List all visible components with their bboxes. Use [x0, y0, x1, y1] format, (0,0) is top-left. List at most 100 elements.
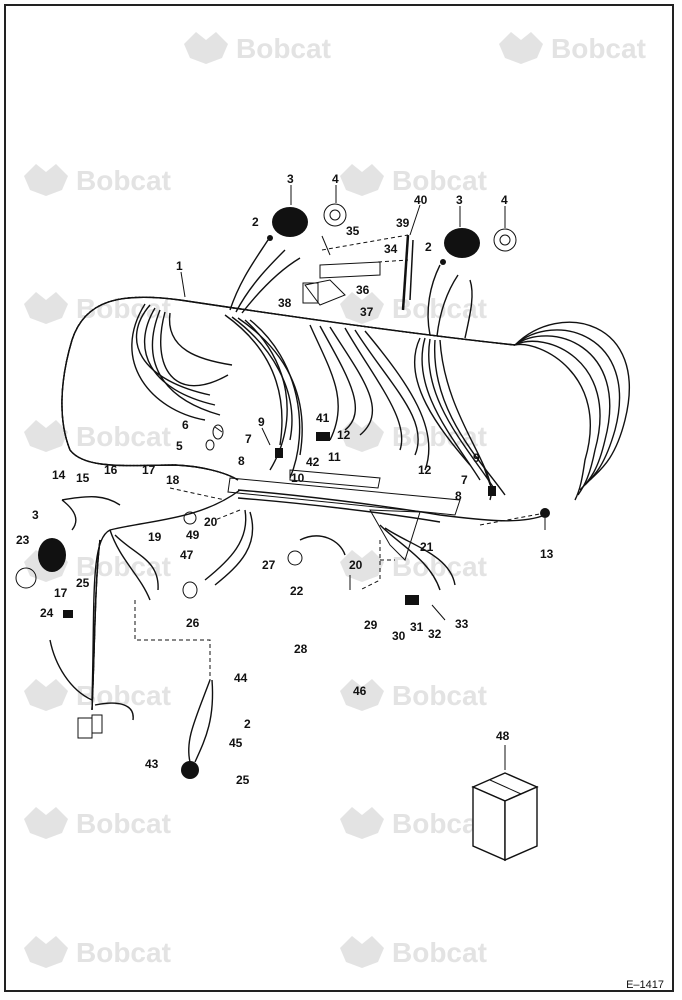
- callout-16: 16: [104, 463, 118, 477]
- callout-43: 43: [145, 757, 159, 771]
- leader-lines: [180, 185, 546, 770]
- callout-41: 41: [316, 411, 330, 425]
- components: [15, 203, 550, 779]
- callout-27: 27: [262, 558, 276, 572]
- callout-10: 10: [291, 471, 305, 485]
- callout-35: 35: [346, 224, 360, 238]
- callout-20: 20: [349, 558, 363, 572]
- watermark: Bobcat: [24, 679, 171, 711]
- watermark: Bobcat: [24, 936, 171, 968]
- callout-23: 23: [16, 533, 30, 547]
- callout-36: 36: [356, 283, 370, 297]
- drawing-code: E–1417: [626, 979, 664, 991]
- callout-29: 29: [364, 618, 378, 632]
- watermark-text: Bobcat: [76, 165, 171, 196]
- callout-11: 11: [328, 450, 341, 464]
- callout-7: 7: [461, 473, 468, 487]
- watermark-text: Bobcat: [76, 421, 171, 452]
- watermark-text: Bobcat: [392, 551, 487, 582]
- callout-7: 7: [245, 432, 252, 446]
- callout-2: 2: [244, 717, 251, 731]
- callout-13: 13: [540, 547, 554, 561]
- watermark: Bobcat: [340, 550, 487, 582]
- callout-17: 17: [54, 586, 68, 600]
- watermark-text: Bobcat: [551, 33, 646, 64]
- bobcat-logo-icon: [340, 420, 384, 452]
- main-harness: [61, 296, 516, 481]
- callout-28: 28: [294, 642, 308, 656]
- bobcat-logo-icon: [184, 32, 228, 64]
- callout-6: 6: [182, 418, 189, 432]
- frame-rail: [227, 469, 461, 561]
- callout-37: 37: [360, 305, 374, 319]
- parts-kit-box: [471, 772, 539, 862]
- watermark-text: Bobcat: [76, 937, 171, 968]
- callout-49: 49: [186, 528, 200, 542]
- watermark: Bobcat: [499, 32, 646, 64]
- bobcat-logo-icon: [340, 679, 384, 711]
- callout-12: 12: [337, 428, 351, 442]
- callout-5: 5: [176, 439, 183, 453]
- callout-3: 3: [287, 172, 294, 186]
- callout-9: 9: [473, 451, 480, 465]
- watermark: Bobcat: [340, 936, 487, 968]
- watermark: Bobcat: [340, 679, 487, 711]
- callout-15: 15: [76, 471, 90, 485]
- callout-1: 1: [176, 259, 183, 273]
- callout-18: 18: [166, 473, 180, 487]
- callout-38: 38: [278, 296, 292, 310]
- callout-39: 39: [396, 216, 410, 230]
- callout-48: 48: [496, 729, 510, 743]
- callout-30: 30: [392, 629, 406, 643]
- callout-44: 44: [234, 671, 248, 685]
- callout-4: 4: [332, 172, 339, 186]
- callout-9: 9: [258, 415, 265, 429]
- callout-25: 25: [76, 576, 90, 590]
- reference-lines: [134, 234, 546, 680]
- callout-42: 42: [306, 455, 320, 469]
- callout-8: 8: [455, 489, 462, 503]
- callout-2: 2: [425, 240, 432, 254]
- callout-labels: 1 2 3 4 2 3 4 35 34 39 40 36 37 38 6 5 9…: [16, 172, 554, 787]
- bobcat-logo-icon: [340, 550, 384, 582]
- bobcat-logo-icon: [340, 807, 384, 839]
- callout-31: 31: [410, 620, 424, 634]
- callout-22: 22: [290, 584, 304, 598]
- wire-bundles: [49, 239, 631, 721]
- callout-19: 19: [148, 530, 162, 544]
- callout-24: 24: [40, 606, 54, 620]
- bobcat-logo-icon: [340, 292, 384, 324]
- watermark: Bobcat: [24, 420, 171, 452]
- callout-3: 3: [456, 193, 463, 207]
- bobcat-logo-icon: [24, 164, 68, 196]
- bobcat-logo-icon: [24, 807, 68, 839]
- bobcat-logo-icon: [24, 936, 68, 968]
- bobcat-logo-icon: [24, 292, 68, 324]
- callout-47: 47: [180, 548, 194, 562]
- watermark-text: Bobcat: [236, 33, 331, 64]
- callout-34: 34: [384, 242, 398, 256]
- callout-17: 17: [142, 463, 156, 477]
- callout-8: 8: [238, 454, 245, 468]
- callout-21: 21: [420, 540, 434, 554]
- watermark-text: Bobcat: [76, 680, 171, 711]
- callout-14: 14: [52, 468, 66, 482]
- callout-33: 33: [455, 617, 469, 631]
- watermark-text: Bobcat: [392, 680, 487, 711]
- watermark-text: Bobcat: [392, 937, 487, 968]
- callout-12: 12: [418, 463, 432, 477]
- watermark-text: Bobcat: [392, 165, 487, 196]
- callout-20: 20: [204, 515, 218, 529]
- watermark: Bobcat: [24, 164, 171, 196]
- callout-32: 32: [428, 627, 442, 641]
- callout-40: 40: [414, 193, 428, 207]
- bobcat-logo-icon: [24, 420, 68, 452]
- watermark: Bobcat: [24, 807, 171, 839]
- callout-25: 25: [236, 773, 250, 787]
- watermark-text: Bobcat: [392, 808, 487, 839]
- watermark-text: Bobcat: [76, 808, 171, 839]
- bobcat-logo-icon: [340, 936, 384, 968]
- bobcat-logo-icon: [499, 32, 543, 64]
- callout-45: 45: [229, 736, 243, 750]
